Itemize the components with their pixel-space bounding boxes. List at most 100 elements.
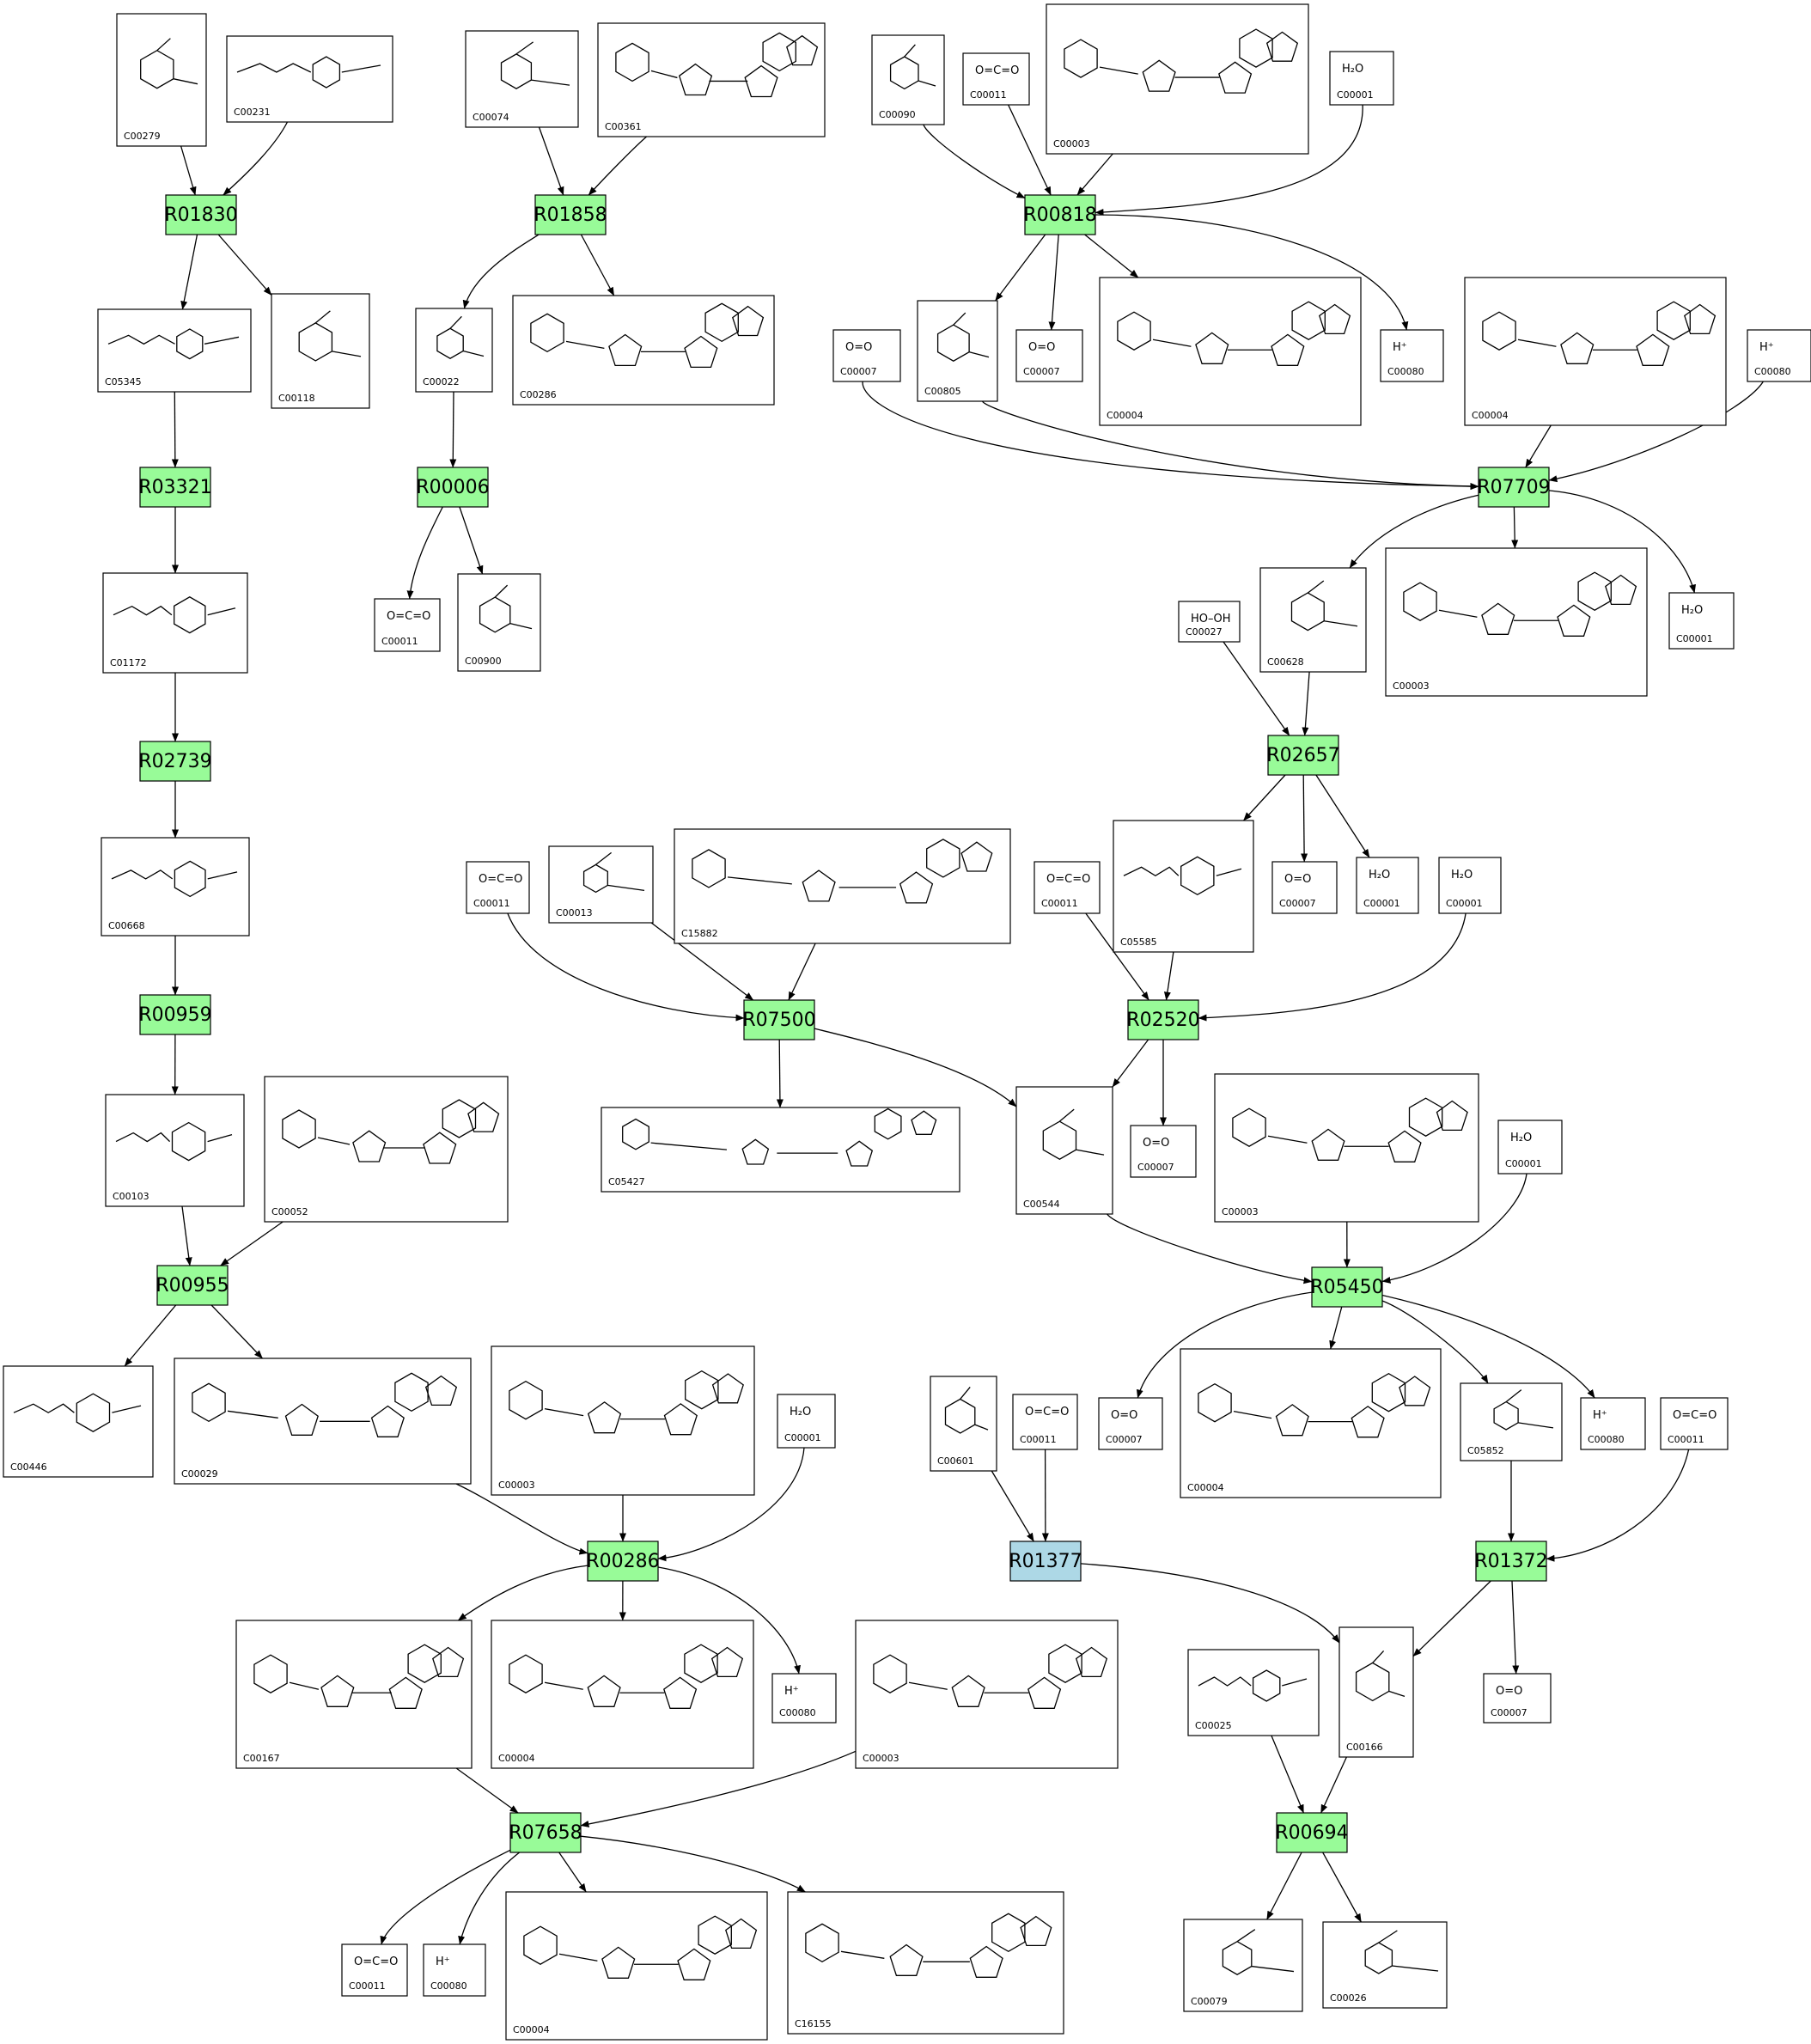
compound-node[interactable]: C00628 [1259, 567, 1367, 673]
compound-box [1046, 3, 1309, 155]
compound-node[interactable]: C00004 [505, 1891, 768, 2041]
compound-node[interactable]: C00003 [1046, 3, 1309, 155]
compound-node[interactable]: C00074 [465, 30, 579, 128]
compound-node[interactable]: C00167 [235, 1620, 473, 1769]
compound-node[interactable]: C16155 [787, 1891, 1064, 2035]
compound-node[interactable]: C00166 [1338, 1626, 1414, 1758]
compound-node[interactable]: C00003 [855, 1620, 1119, 1769]
compound-node[interactable]: C00004 [1464, 277, 1727, 426]
compound-node[interactable]: C00029 [174, 1358, 472, 1485]
compound-node[interactable]: C00079 [1183, 1919, 1303, 2012]
compound-node[interactable]: H⁺C00080 [1747, 329, 1811, 382]
compound-box [1356, 857, 1419, 914]
compound-id: C00011 [1668, 1434, 1704, 1445]
compound-node[interactable]: C05585 [1113, 820, 1254, 953]
edge-arrow [991, 1470, 1034, 1542]
reaction-node[interactable]: R07709 [1477, 467, 1551, 508]
compound-node[interactable]: C05427 [601, 1107, 960, 1193]
compound-node[interactable]: C00013 [548, 845, 654, 924]
reaction-node[interactable]: R01372 [1474, 1541, 1548, 1582]
reaction-node[interactable]: R00959 [138, 994, 212, 1035]
reaction-node[interactable]: R01830 [164, 194, 238, 235]
compound-node[interactable]: C00279 [116, 13, 207, 147]
structure-sketch [523, 1915, 758, 1980]
reaction-node[interactable]: R00006 [416, 467, 490, 508]
compound-node[interactable]: C00103 [105, 1094, 245, 1207]
compound-node[interactable]: C00026 [1322, 1921, 1448, 2009]
compound-node[interactable]: C05345 [97, 308, 252, 393]
reaction-node[interactable]: R01377 [1009, 1541, 1082, 1582]
compound-node[interactable]: C00361 [597, 22, 826, 137]
reaction-node[interactable]: R05450 [1310, 1266, 1384, 1308]
compound-node[interactable]: C00004 [1099, 277, 1362, 426]
reaction-node[interactable]: R07500 [742, 999, 816, 1040]
edge-arrow [814, 1028, 1017, 1107]
compound-node[interactable]: H⁺C00080 [423, 1943, 486, 1997]
reaction-node[interactable]: R03321 [138, 467, 212, 508]
compound-node[interactable]: H⁺C00080 [771, 1673, 837, 1724]
reaction-node[interactable]: R02739 [138, 741, 212, 782]
structure-sketch [1290, 580, 1358, 632]
compound-node[interactable]: C05852 [1460, 1382, 1563, 1461]
reaction-node[interactable]: R07658 [509, 1812, 582, 1853]
structure-sketch [192, 1372, 458, 1437]
reaction-node[interactable]: R00286 [586, 1541, 660, 1582]
edge-arrow [1322, 1852, 1362, 1923]
compound-node[interactable]: C00601 [930, 1376, 997, 1472]
structure-sketch [1232, 1097, 1468, 1162]
compound-id: C00007 [1279, 898, 1316, 909]
compound-node[interactable]: C00544 [1015, 1086, 1113, 1215]
compound-node[interactable]: C00003 [1385, 547, 1648, 697]
compound-node[interactable]: C00668 [101, 837, 250, 937]
reaction-node[interactable]: R00818 [1023, 194, 1097, 235]
edge-arrow [507, 912, 745, 1022]
reaction-node[interactable]: R02520 [1126, 999, 1200, 1040]
compound-node[interactable]: H⁺C00080 [1580, 1397, 1646, 1450]
compound-id: C00279 [124, 131, 161, 142]
compound-node[interactable]: C00900 [457, 573, 541, 672]
compound-node[interactable]: C00052 [264, 1076, 509, 1223]
compound-node[interactable]: C00286 [512, 295, 775, 406]
compound-node[interactable]: C00022 [415, 308, 493, 393]
compound-node[interactable]: C00003 [491, 1345, 755, 1496]
edge-arrow [124, 1304, 177, 1367]
reaction-node[interactable]: R00694 [1275, 1812, 1349, 1853]
reaction-node[interactable]: R00955 [155, 1265, 229, 1306]
reaction-node[interactable]: R01858 [534, 194, 607, 235]
compound-node[interactable]: C01172 [102, 572, 248, 674]
compound-node[interactable]: H⁺C00080 [1380, 329, 1444, 382]
compound-node[interactable]: C00003 [1214, 1073, 1479, 1223]
compound-node[interactable]: C00805 [917, 300, 998, 402]
compound-node[interactable]: C00004 [491, 1620, 754, 1769]
compound-node[interactable]: C00118 [271, 293, 370, 409]
compound-node[interactable]: C15882 [674, 828, 1011, 944]
compound-node[interactable]: C00090 [871, 34, 945, 125]
compound-id: C05345 [105, 376, 142, 387]
compound-node[interactable]: C00004 [1180, 1348, 1442, 1498]
compound-node[interactable]: C00446 [3, 1365, 154, 1478]
reaction-node[interactable]: R02657 [1266, 735, 1340, 776]
compound-node[interactable]: C00231 [226, 35, 393, 123]
structure-sketch [479, 584, 533, 633]
compound-node[interactable]: C00025 [1187, 1649, 1320, 1736]
